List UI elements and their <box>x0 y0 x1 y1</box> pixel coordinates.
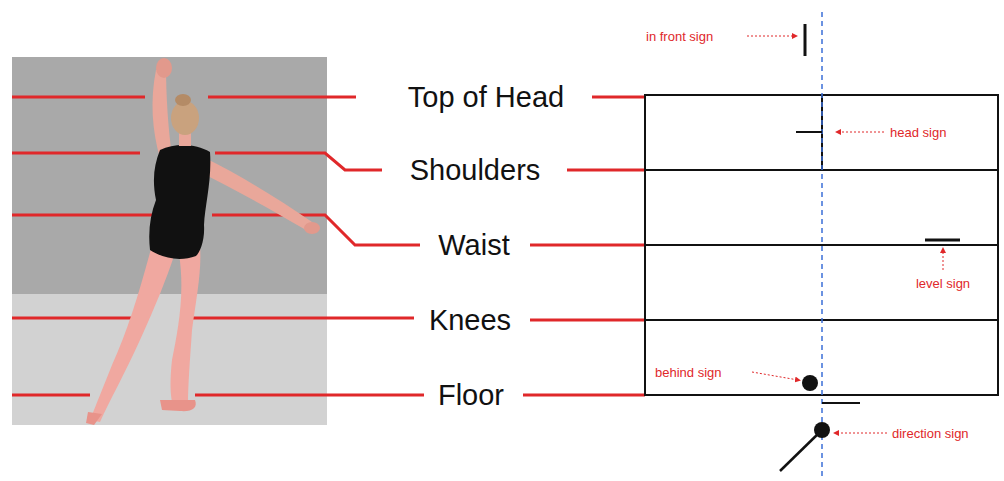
level-name: Waist <box>438 231 509 260</box>
sign-label: head sign <box>890 123 946 141</box>
sign-name: head sign <box>890 126 946 139</box>
level-label: Floor <box>438 381 504 410</box>
sign-name: direction sign <box>892 427 969 440</box>
level-label: Top of Head <box>408 83 564 112</box>
sign-name: in front sign <box>646 30 713 43</box>
level-lines <box>12 97 645 395</box>
sign-name: behind sign <box>655 366 722 379</box>
level-label: Shoulders <box>410 156 541 185</box>
dancer-figure <box>86 58 320 425</box>
level-label: Knees <box>429 306 511 335</box>
notation-signs <box>780 24 960 471</box>
level-name: Knees <box>429 306 511 335</box>
sign-name: level sign <box>916 277 970 290</box>
sign-label: direction sign <box>892 424 969 442</box>
level-name: Floor <box>438 381 504 410</box>
level-label: Waist <box>438 231 509 260</box>
backdrop-floor <box>12 294 327 425</box>
sign-label: in front sign <box>646 27 713 45</box>
leader-lines <box>747 36 943 433</box>
sign-label: behind sign <box>655 363 722 381</box>
level-name: Top of Head <box>408 83 564 112</box>
sign-label: level sign <box>916 274 970 292</box>
level-name: Shoulders <box>410 156 541 185</box>
center-line <box>821 12 823 478</box>
